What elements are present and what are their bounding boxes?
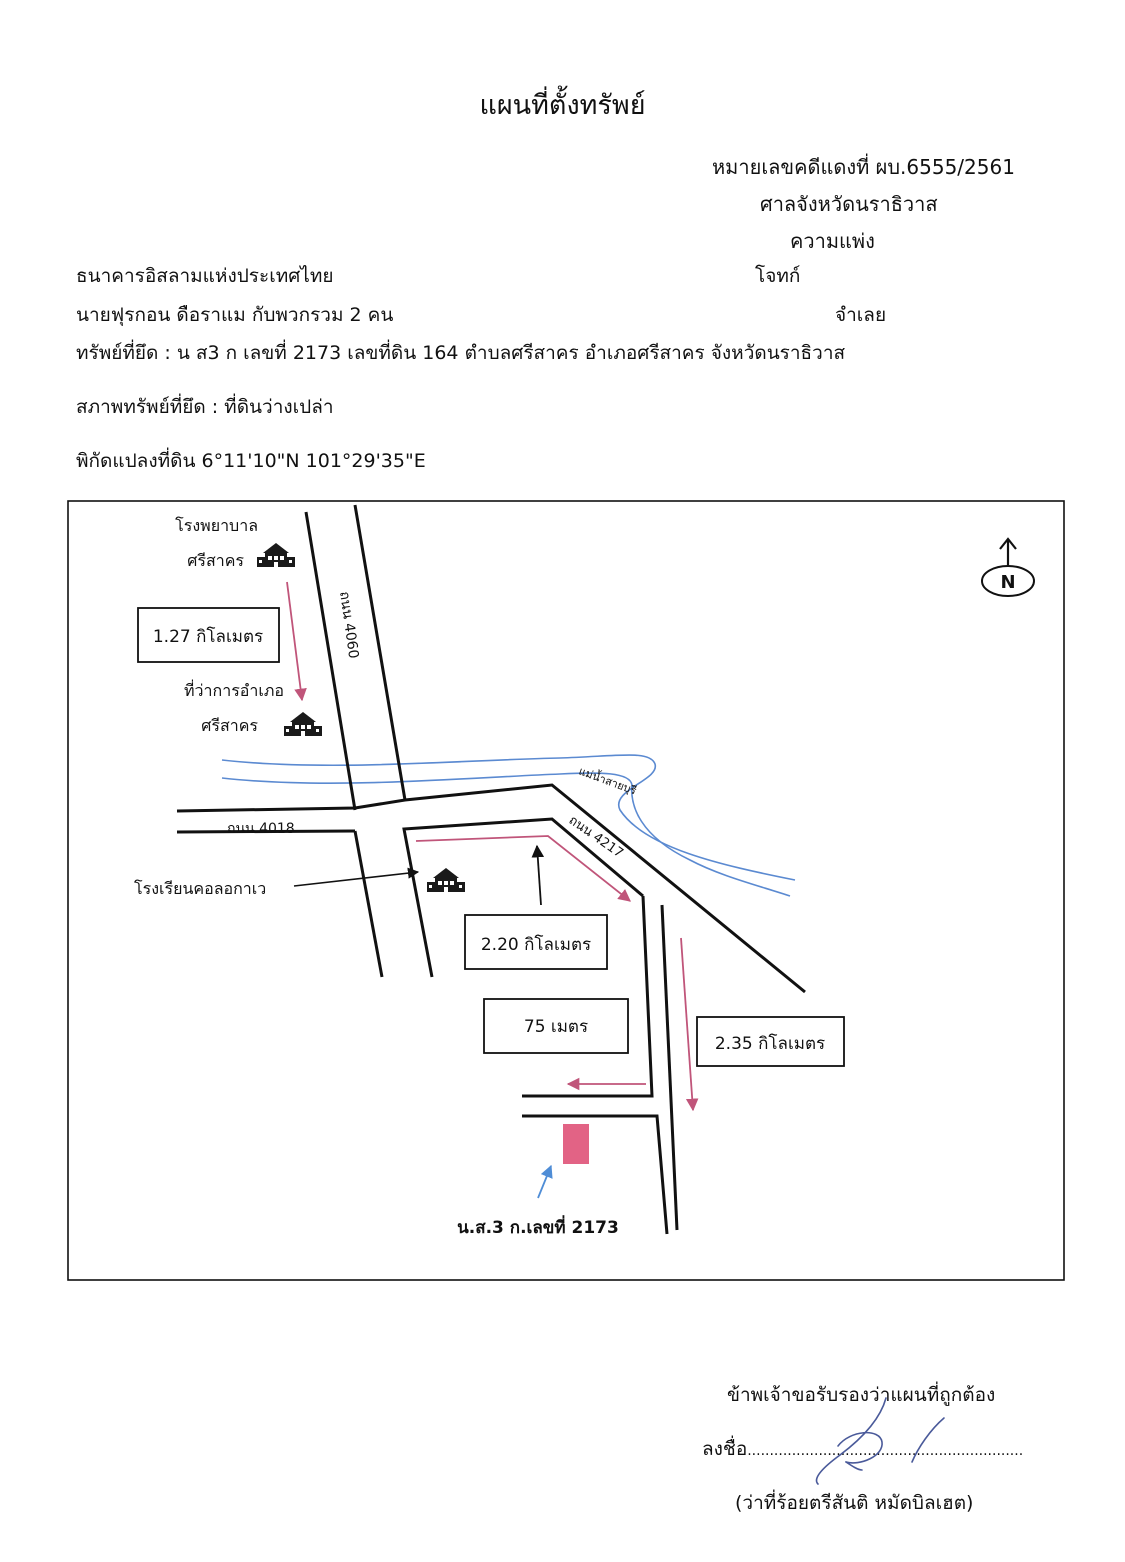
distance-box-1: 1.27 กิโลเมตร <box>137 607 280 663</box>
defendant-name: นายฟุรกอน ดือราแม กับพวกรวม 2 คน <box>76 304 394 326</box>
parcel-label: น.ส.3 ก.เลขที่ 2173 <box>457 1215 619 1238</box>
compass-north-icon: N <box>981 537 1035 597</box>
road-south-right-edge <box>402 817 644 978</box>
district-office-label-line2: ศรีสาคร <box>201 716 258 735</box>
signature-dots: ........................................… <box>747 1443 1024 1459</box>
road-4018-upper-edge <box>176 783 806 994</box>
distance-pointer-arrow <box>531 844 545 906</box>
roads <box>176 504 806 1235</box>
court-name: ศาลจังหวัดนราธิวาส <box>760 192 938 216</box>
road-4060-left-edge <box>304 511 357 811</box>
distance-box-2: 2.20 กิโลเมตร <box>464 914 608 970</box>
distance-box-4: 2.35 กิโลเมตร <box>696 1016 845 1067</box>
road-4018-lower-edge <box>176 829 356 834</box>
hospital-label-line1: โรงพยาบาล <box>175 516 258 535</box>
side-road-lower-edge <box>522 1114 669 1235</box>
district-office-label-line1: ที่ว่าการอำเภอ <box>184 679 284 700</box>
plaintiff-role: โจทก์ <box>755 265 801 287</box>
parcel-pointer-arrow <box>537 1164 553 1199</box>
map-frame <box>67 500 1065 1281</box>
property-condition: สภาพทรัพย์ที่ยึด : ที่ดินว่างเปล่า <box>76 396 334 418</box>
signer-name: (ว่าที่ร้อยตรีสันติ หมัดบิลเฮต) <box>735 1492 974 1514</box>
document-title: แผนที่ตั้งทรัพย์ <box>479 90 646 121</box>
distance-box-3: 75 เมตร <box>483 998 629 1054</box>
distance-1-label: 1.27 กิโลเมตร <box>153 626 263 647</box>
coords-value: °11'10"N 101°29'35"E <box>213 450 426 472</box>
sign-label: ลงชื่อ <box>702 1438 748 1460</box>
plaintiff-name: ธนาคารอิสลามแห่งประเทศไทย <box>76 265 334 287</box>
route-arrow-along-4217 <box>415 835 631 902</box>
certification-statement: ข้าพเจ้าขอรับรองว่าแผนที่ถูกต้อง <box>727 1384 996 1406</box>
road-4060-right-edge <box>353 504 407 801</box>
signature-line: ลงชื่อ..................................… <box>702 1440 1023 1459</box>
case-type: ความแพ่ง <box>790 229 875 253</box>
seized-property: ทรัพย์ที่ยึด : น ส3 ก เลขที่ 2173 เลขที่… <box>76 342 846 364</box>
compass-label: N <box>1000 572 1015 593</box>
road-4018-label: ถนน 4018 <box>227 821 295 837</box>
coords-label: พิกัดแปลงที่ดิน 6 <box>76 450 214 472</box>
road-down-left-edge <box>522 895 654 1098</box>
distance-2-label: 2.20 กิโลเมตร <box>481 934 591 955</box>
defendant-role: จำเลย <box>835 304 887 326</box>
river <box>221 754 796 897</box>
route-arrow-south <box>680 937 699 1112</box>
case-number: หมายเลขคดีแดงที่ ผบ.6555/2561 <box>712 155 1015 179</box>
school-pointer-arrow <box>293 867 420 887</box>
road-down-right-edge <box>660 904 679 1231</box>
land-coordinates: พิกัดแปลงที่ดิน 6°11'10"N 101°29'35"E <box>76 452 426 471</box>
hospital-label-line2: ศรีสาคร <box>187 551 244 570</box>
land-parcel-marker <box>563 1124 589 1164</box>
route-arrow-hospital-to-office <box>286 581 307 702</box>
distance-3-label: 75 เมตร <box>524 1017 588 1037</box>
distance-4-label: 2.35 กิโลเมตร <box>715 1033 825 1054</box>
road-south-left-edge <box>353 830 384 978</box>
school-label: โรงเรียนคอลอกาเว <box>134 879 266 898</box>
